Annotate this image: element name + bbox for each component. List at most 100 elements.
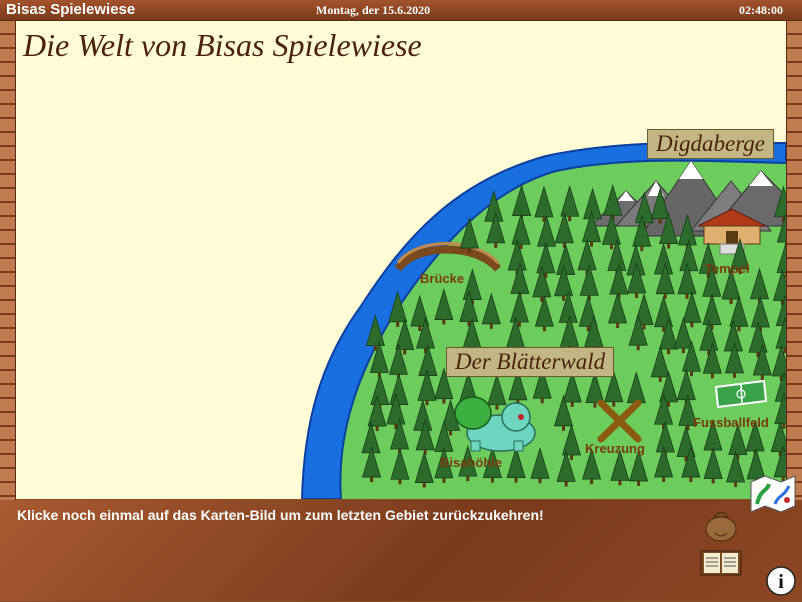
tree-trunk <box>394 424 398 430</box>
location-crossing[interactable]: Kreuzung <box>585 441 645 456</box>
tree-trunk <box>590 479 594 485</box>
tree-trunk <box>467 248 471 254</box>
hint-message: Klicke noch einmal auf das Karten-Bild u… <box>17 507 544 523</box>
tree-trunk <box>540 398 544 404</box>
tree-trunk <box>495 404 499 410</box>
tree-trunk <box>729 299 733 305</box>
tree-trunk <box>782 423 786 429</box>
tree <box>698 241 718 274</box>
tree-trunk <box>640 246 644 252</box>
frame-right <box>786 21 802 501</box>
tree-trunk <box>609 244 613 250</box>
clock-display: 02:48:00 <box>739 3 783 17</box>
sign-mountains[interactable]: Digdaberge <box>647 129 775 159</box>
tree-trunk <box>489 323 493 329</box>
tree-trunk <box>425 400 429 406</box>
tree-trunk <box>685 293 689 299</box>
tree-trunk <box>706 273 710 279</box>
frame-left <box>0 21 16 501</box>
location-cave[interactable]: Bisahöhle <box>440 455 503 470</box>
tree-trunk <box>398 479 402 485</box>
tree-trunk <box>562 425 566 431</box>
sign-forest[interactable]: Der Blätterwald <box>446 347 615 377</box>
tree-trunk <box>734 481 738 487</box>
tree-trunk <box>707 350 711 356</box>
tree-trunk <box>562 242 566 248</box>
tree-trunk <box>780 300 784 306</box>
tree-trunk <box>593 402 597 408</box>
tree-trunk <box>783 348 786 354</box>
tree-trunk <box>544 272 548 278</box>
temple-drawing <box>697 208 767 255</box>
tree-trunk <box>564 481 568 487</box>
crossing-marker <box>597 399 642 443</box>
tree-trunk <box>568 216 572 222</box>
tree-trunk <box>658 218 662 224</box>
tree-trunk <box>662 326 666 332</box>
bulbasaur-character <box>454 396 536 452</box>
info-icon[interactable]: i <box>765 565 797 597</box>
tree-trunk <box>784 272 786 278</box>
tree-trunk <box>667 349 671 355</box>
tree-trunk <box>779 376 783 382</box>
tree-trunk <box>658 376 662 382</box>
tree-trunk <box>616 322 620 328</box>
tree-trunk <box>710 373 714 379</box>
tree-trunk <box>422 482 426 488</box>
book-icon[interactable] <box>700 548 742 578</box>
tree-trunk <box>542 216 546 222</box>
tree-trunk <box>517 322 521 328</box>
tree-trunk <box>690 371 694 377</box>
tree-trunk <box>423 449 427 455</box>
tree-trunk <box>667 401 671 407</box>
tree-trunk <box>494 242 498 248</box>
map-title: Die Welt von Bisas Spielewiese <box>23 27 422 63</box>
tree-trunk <box>562 295 566 301</box>
tree-trunk <box>490 477 494 483</box>
tree-trunk <box>375 426 379 432</box>
bottom-panel: Klicke noch einmal auf das Karten-Bild u… <box>0 475 802 601</box>
tree-trunk <box>586 326 590 332</box>
tree-trunk <box>466 476 470 482</box>
tree-trunk <box>587 295 591 301</box>
tree-trunk <box>663 293 667 299</box>
tree-trunk <box>542 326 546 332</box>
location-bridge[interactable]: Brücke <box>420 271 465 286</box>
tree-trunk <box>635 293 639 299</box>
tree-trunk <box>686 425 690 431</box>
tree-trunk <box>373 345 377 351</box>
tree-trunk <box>618 480 622 486</box>
tree-trunk <box>760 374 764 380</box>
tree-trunk <box>690 322 694 328</box>
location-football-field[interactable]: Fussballfeld <box>693 415 769 430</box>
tree-trunk <box>442 398 446 404</box>
tree-trunk <box>519 244 523 250</box>
tree-trunk <box>637 480 641 486</box>
tree-trunk <box>424 348 428 354</box>
forest-trees <box>361 184 786 488</box>
tree-trunk <box>781 216 785 222</box>
tree-trunk <box>569 455 573 461</box>
tree-trunk <box>396 321 400 327</box>
date-display: Montag, der 15.6.2020 <box>316 3 431 17</box>
tree-trunk <box>449 430 453 436</box>
tree-trunk <box>514 477 518 483</box>
bridge-drawing <box>394 242 502 272</box>
bag-icon[interactable] <box>701 503 741 543</box>
tree-trunk <box>736 454 740 460</box>
tree-trunk <box>570 401 574 407</box>
location-temple[interactable]: Tempel <box>705 261 750 276</box>
tree-trunk <box>418 326 422 332</box>
tree-trunk <box>467 321 471 327</box>
tree <box>776 241 786 273</box>
tree-trunk <box>636 345 640 351</box>
tree-trunk <box>737 326 741 332</box>
tree-trunk <box>681 348 685 354</box>
tree-trunk <box>642 324 646 330</box>
tree-trunk <box>538 478 542 484</box>
title-bar: Bisas Spielewiese Montag, der 15.6.2020 … <box>0 0 802 21</box>
tree-trunk <box>738 269 742 275</box>
map-icon[interactable] <box>749 474 797 514</box>
tree-trunk <box>756 352 760 358</box>
tree-trunk <box>590 241 594 247</box>
